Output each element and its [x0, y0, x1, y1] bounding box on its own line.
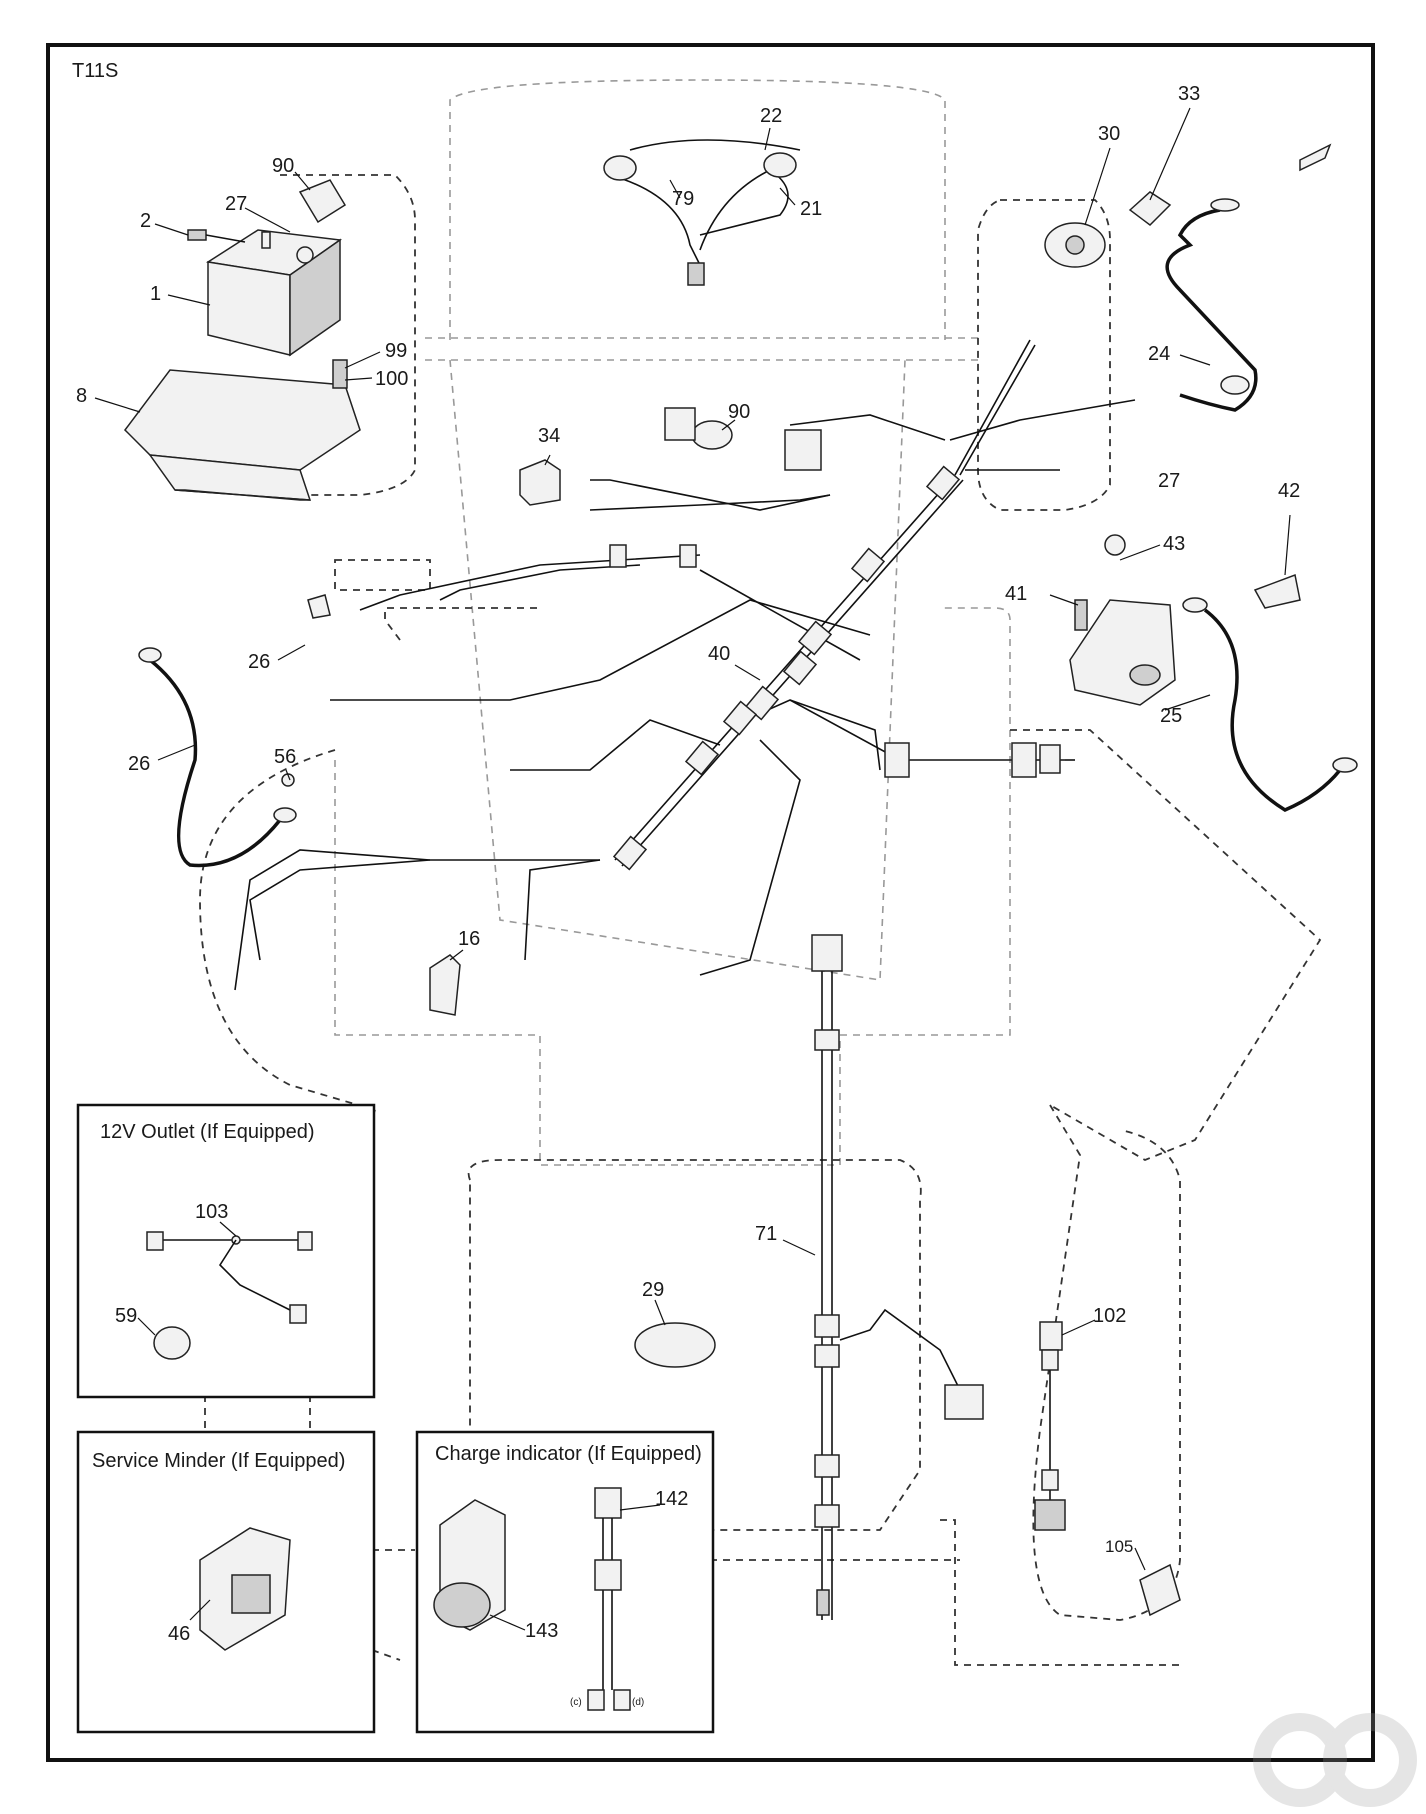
battery-tray — [124, 369, 361, 501]
relay-105 — [1139, 1563, 1181, 1617]
callout-30: 30 — [1098, 123, 1120, 145]
callout-8: 8 — [76, 385, 87, 407]
callout-59: 59 — [115, 1305, 137, 1327]
misc-switches — [281, 407, 822, 1368]
outlet-box-title: 12V Outlet (If Equipped) — [100, 1121, 315, 1143]
terminal-cover — [298, 179, 347, 224]
callout-43: 43 — [1163, 533, 1185, 555]
callout-1: 1 — [150, 283, 161, 305]
charge-mark-c: (c) — [570, 1697, 582, 1708]
ignition-switch — [1044, 222, 1106, 268]
battery-bolts — [187, 229, 348, 389]
callout-105: 105 — [1105, 1537, 1133, 1556]
callout-90a: 90 — [272, 155, 294, 177]
starter-solenoid — [1069, 534, 1176, 706]
callout-41: 41 — [1005, 583, 1027, 605]
ignition-key — [1128, 191, 1172, 226]
callout-90b: 90 — [728, 401, 750, 423]
callout-42: 42 — [1278, 480, 1300, 502]
charge-indicator-box: Charge indicator (If Equipped) (c) (d) — [415, 1430, 715, 1734]
callout-27b: 27 — [1158, 470, 1180, 492]
tractor-outline — [199, 79, 1322, 1666]
leader-lines — [94, 107, 1291, 1631]
callout-103: 103 — [195, 1201, 228, 1223]
main-harness — [234, 339, 1136, 991]
callout-26a: 26 — [248, 651, 270, 673]
service-minder-box-title: Service Minder (If Equipped) — [92, 1450, 345, 1472]
callout-143: 143 — [525, 1620, 558, 1642]
callout-16: 16 — [458, 928, 480, 950]
callout-25: 25 — [1160, 705, 1182, 727]
callout-24: 24 — [1148, 343, 1170, 365]
service-minder-box: Service Minder (If Equipped) — [76, 1430, 376, 1734]
callout-29: 29 — [642, 1279, 664, 1301]
battery — [205, 229, 343, 357]
callout-46: 46 — [168, 1623, 190, 1645]
callout-34: 34 — [538, 425, 560, 447]
diagram-id-label: T11S — [72, 60, 118, 82]
terminal-boot — [1253, 573, 1301, 609]
battery-cable-25 — [1182, 597, 1358, 812]
callout-2: 2 — [140, 210, 151, 232]
callout-56: 56 — [274, 746, 296, 768]
callout-79: 79 — [672, 188, 694, 210]
ground-cable-26 — [138, 647, 297, 868]
callout-26b: 26 — [128, 753, 150, 775]
headlight-harness — [603, 139, 801, 286]
callout-21: 21 — [800, 198, 822, 220]
charge-mark-d: (d) — [632, 1697, 644, 1708]
harness-71 — [811, 934, 984, 1620]
harness-102 — [1034, 1321, 1066, 1531]
callout-33: 33 — [1178, 83, 1200, 105]
callout-142: 142 — [655, 1488, 688, 1510]
diagram-frame — [46, 43, 1375, 1762]
callout-99: 99 — [385, 340, 407, 362]
battery-cable-24 — [1165, 143, 1332, 412]
watermark-logo — [1253, 1713, 1417, 1807]
callout-27a: 27 — [225, 193, 247, 215]
callout-numbers: 1 2 8 27 90 99 100 22 79 21 30 33 24 90 … — [76, 83, 1300, 1645]
callout-22: 22 — [760, 105, 782, 127]
callout-71: 71 — [755, 1223, 777, 1245]
charge-indicator-box-title: Charge indicator (If Equipped) — [435, 1443, 702, 1465]
outlet-box: 12V Outlet (If Equipped) — [76, 1103, 376, 1399]
callout-40: 40 — [708, 643, 730, 665]
harness-sleeves — [609, 465, 1061, 871]
callout-102: 102 — [1093, 1305, 1126, 1327]
callout-100: 100 — [375, 368, 408, 390]
